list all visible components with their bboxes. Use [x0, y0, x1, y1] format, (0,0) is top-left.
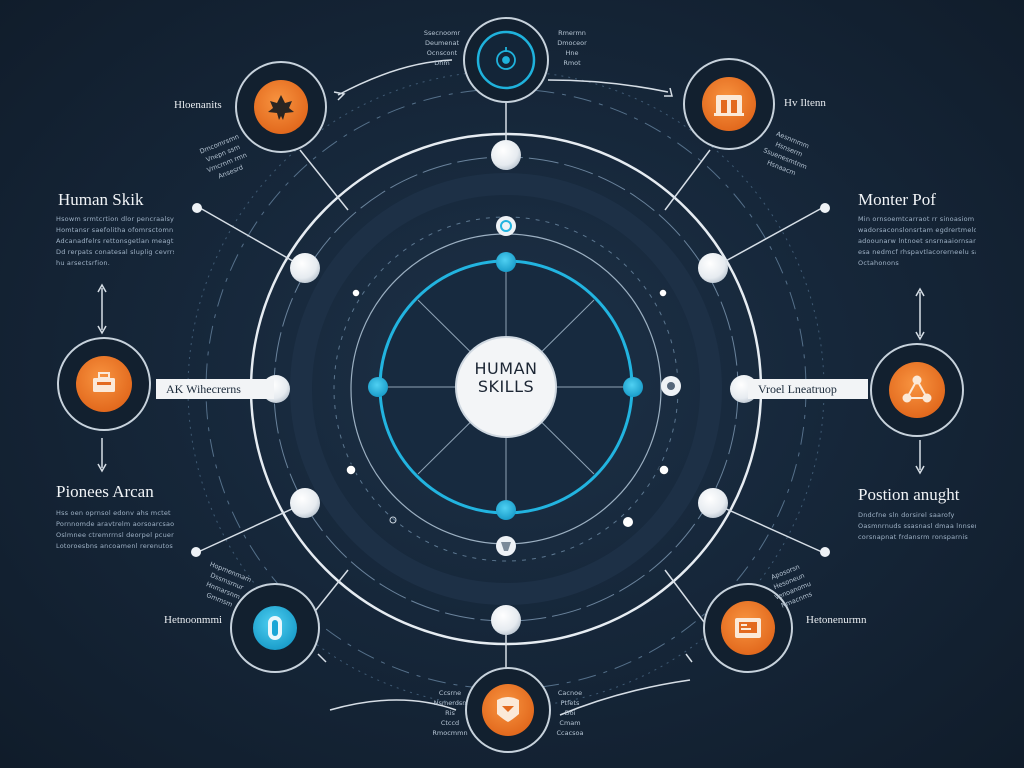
tiny-line: Ris [445, 709, 455, 717]
inner-node-left[interactable] [368, 377, 388, 397]
tiny-line: Hne [565, 49, 579, 57]
pill-left[interactable]: AK Wihecrerns [156, 379, 274, 399]
ring-node-bottom-right[interactable] [698, 488, 728, 518]
network-icon [902, 375, 932, 403]
desc-line: Homtansr saefolitha ofomrsctomn [56, 226, 174, 234]
satellite-bottom-left[interactable] [230, 583, 320, 673]
tiny-line: Ccsrne [438, 689, 462, 697]
tiny-bottom-left: Ccsrne Nsmerdsn Ris Ctccd Rmocmmn [428, 688, 472, 738]
satellite-bottom[interactable] [465, 667, 551, 753]
center-title-line2: SKILLS [477, 377, 535, 396]
desc-right-top: Min ornsoemtcarraot rr sinoasiom wadorsa… [858, 214, 976, 269]
endpoint-dots [191, 203, 830, 557]
tiny-line: Ptfets [560, 699, 580, 707]
tiny-line: Dmoceor [557, 39, 587, 47]
tiny-line: Nsmerdsn [433, 699, 467, 707]
desc-line: Dndcfne sln dorsirel saarofy [858, 511, 955, 519]
desc-left-bottom: Hss oen oprnsol edonv ahs mctet Pornnomd… [56, 508, 174, 552]
mini-node-upper [496, 216, 516, 236]
target-icon [496, 47, 516, 70]
ring-node-top[interactable] [491, 140, 521, 170]
heading-right-bottom: Postion anught [858, 485, 960, 504]
tiny-line: Rmot [563, 59, 581, 67]
satellite-right[interactable] [870, 343, 964, 437]
inner-ring [368, 252, 643, 520]
tiny-top-right: Rmermn Dmoceor Hne Rmot [550, 28, 594, 68]
ring-node-bottom-left[interactable] [290, 488, 320, 518]
tiny-bottom-right: Cacnoe Ptfets Doi Cmam Ccacsoa [548, 688, 592, 738]
shield-icon [268, 616, 282, 640]
tiny-line: Deumenat [424, 39, 460, 47]
heading-left-bottom: Pionees Arcan [56, 482, 154, 501]
center-title-line1: HUMAN [474, 359, 538, 378]
satellite-top-left[interactable] [235, 61, 327, 153]
ring-node-bottom[interactable] [491, 605, 521, 635]
tiny-line: Ctccd [440, 719, 460, 727]
desc-right-bottom: Dndcfne sln dorsirel saarofy Oasmnrnuds … [858, 510, 976, 543]
pill-right[interactable]: Vroel Lneatruop [748, 379, 868, 399]
inner-node-top[interactable] [496, 252, 516, 272]
arrows [97, 87, 925, 663]
ring-node-top-left[interactable] [290, 253, 320, 283]
maple-leaf-icon [268, 95, 294, 120]
satellite-bottom-right[interactable] [703, 583, 793, 673]
tiny-line: Cacnoe [557, 689, 583, 697]
desc-line: Hsowm srmtcrtion dlor pencraalsy [56, 215, 174, 223]
satellite-top[interactable] [463, 17, 549, 103]
toolbox-icon [93, 372, 115, 392]
inner-node-right[interactable] [623, 377, 643, 397]
desc-line: Pornnomde aravtrelm aorsoarcsaoin [56, 520, 174, 528]
desc-line: Adcanadfelrs rettonsgetlan meagtlo [56, 237, 174, 245]
desc-line: Oasmnrnuds ssasnasl dmaa lnnserdne [858, 522, 976, 530]
desc-line: Oslmnee ctremrrnsl deorpel pcuerlat [56, 531, 174, 539]
desc-left-top: Hsowm srmtcrtion dlor pencraalsy Homtans… [56, 214, 174, 269]
desc-line: Hss oen oprnsol edonv ahs mctet [56, 509, 171, 517]
tiny-top-left: Ssecnoomr Deumenat Ocnscont Dnm [420, 28, 464, 68]
desc-line: hu arsectsrfion. [56, 259, 110, 267]
node-label-top-left: Hloenanits [174, 99, 222, 111]
tiny-line: Ocnscont [426, 49, 458, 57]
node-label-top-right: Hv Iltenn [784, 97, 826, 109]
tiny-line: Dnm [434, 59, 450, 67]
monitor-icon [735, 618, 761, 638]
tiny-line: Cmam [559, 719, 581, 727]
satellite-top-right[interactable] [683, 58, 775, 150]
center-title: HUMAN SKILLS [456, 360, 556, 396]
node-label-bottom-left: Hetnoonmmi [164, 614, 223, 626]
tiny-line: Ssecnoomr [423, 29, 461, 37]
heading-right-top: Monter Pof [858, 190, 936, 209]
tiny-line: Rmermn [558, 29, 586, 37]
desc-line: wadorsaconslonsrtam egdrertmeldr [858, 226, 976, 234]
tiny-line: Rmocmmn [432, 729, 468, 737]
desc-line: corsnapnat frdansrm ronsparnis [858, 533, 968, 541]
tiny-line: Ccacsoa [556, 729, 584, 737]
desc-line: Min ornsoemtcarraot rr sinoasiom [858, 215, 975, 223]
ring-node-top-right[interactable] [698, 253, 728, 283]
desc-line: adoounarw lntnoet snsrnaaiornsarnn [858, 237, 976, 245]
building-icon [714, 95, 744, 116]
inner-node-bottom[interactable] [496, 500, 516, 520]
desc-line: esa nedmcf rhspavtlacorerneelu sacaa [858, 248, 976, 256]
node-label-bottom-right: Hetonenurmn [806, 614, 867, 626]
tiny-line: Doi [564, 709, 576, 717]
desc-line: Dd rerpats conatesal sluplig cevrrsr [56, 248, 174, 256]
heading-left-top: Human Skik [58, 190, 144, 209]
satellite-left[interactable] [57, 337, 151, 431]
desc-line: Lotoroesbns ancoamenl rerenutos [56, 542, 173, 550]
desc-line: Octahonons [858, 259, 899, 267]
